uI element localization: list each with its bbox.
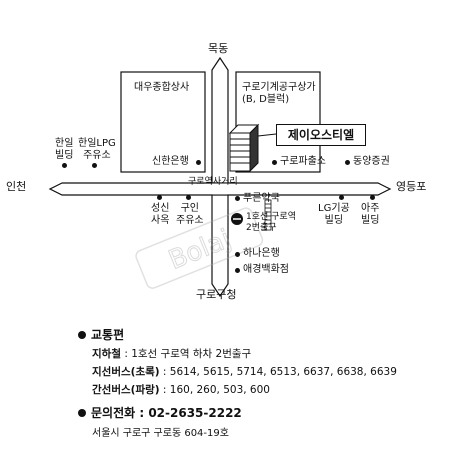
- landmark-dot: [235, 196, 240, 201]
- subway-exit-icon: [231, 213, 243, 225]
- landmark-label: 푸른약국: [243, 193, 280, 204]
- landmark-dot: [235, 268, 240, 273]
- bullet-icon: [78, 409, 86, 417]
- pointer-line: [257, 133, 277, 137]
- map-roads: Bolaj: [48, 56, 392, 298]
- road-label: 구로역사거리: [188, 177, 238, 187]
- landmark-dot: [370, 195, 375, 200]
- landmark-dot: [272, 160, 277, 165]
- transport-line: 간선버스(파랑) : 160, 260, 503, 600: [92, 384, 270, 396]
- landmark-label: 동양증권: [353, 156, 390, 167]
- direction-east: 영등포: [396, 180, 427, 193]
- landmark-dot: [92, 163, 97, 168]
- landmark-label: 성신 사옥: [151, 203, 170, 226]
- landmark-dot: [339, 195, 344, 200]
- landmark-label: 구로파출소: [280, 156, 326, 167]
- landmark-label: 한일 빌딩: [55, 138, 74, 161]
- landmark-dot: [235, 252, 240, 257]
- landmark-label: LG기공 빌딩: [318, 203, 350, 226]
- building-icon: [228, 123, 260, 173]
- contact-heading: 문의전화 : 02-2635-2222: [78, 404, 242, 421]
- address-line: 서울시 구로구 구로동 604-19호: [92, 428, 229, 439]
- crosswalk-icon: [264, 199, 272, 231]
- landmark-label: 1호선 구로역 2번출구: [246, 212, 296, 233]
- north-south-road: [211, 56, 229, 298]
- block-right-label: 구로기계공구상가 (B, D블럭): [242, 82, 316, 105]
- landmark-label: 한일LPG 주유소: [78, 138, 116, 161]
- transport-heading: 교통편: [78, 326, 124, 343]
- landmark-label: 아주 빌딩: [361, 203, 380, 226]
- landmark-dot: [186, 195, 191, 200]
- block-left-label: 대우종합상사: [134, 82, 190, 93]
- direction-west: 인천: [6, 180, 27, 193]
- landmark-label: 하나은행: [243, 248, 280, 259]
- landmark-label: 애경백화점: [243, 264, 289, 275]
- transport-line: 지선버스(초록) : 5614, 5615, 5714, 6513, 6637,…: [92, 366, 397, 378]
- block-left: [120, 71, 206, 173]
- transport-line: 지하철 : 1호선 구로역 하차 2번출구: [92, 348, 252, 360]
- landmark-dot: [157, 195, 162, 200]
- company-label: 제이오스티엘: [276, 124, 366, 146]
- direction-south: 구로구청: [196, 288, 237, 301]
- landmark-label: 신한은행: [152, 156, 189, 167]
- location-map: Bolaj 목동 구로구청 인천 영등포 구로역사거리 대우종합상사 구로기계공…: [6, 42, 427, 301]
- landmark-dot: [196, 160, 201, 165]
- landmark-dot: [62, 163, 67, 168]
- block-right: [235, 71, 321, 173]
- landmark-dot: [345, 160, 350, 165]
- landmark-label: 구인 주유소: [176, 203, 204, 226]
- bullet-icon: [78, 331, 86, 339]
- direction-north: 목동: [208, 42, 229, 55]
